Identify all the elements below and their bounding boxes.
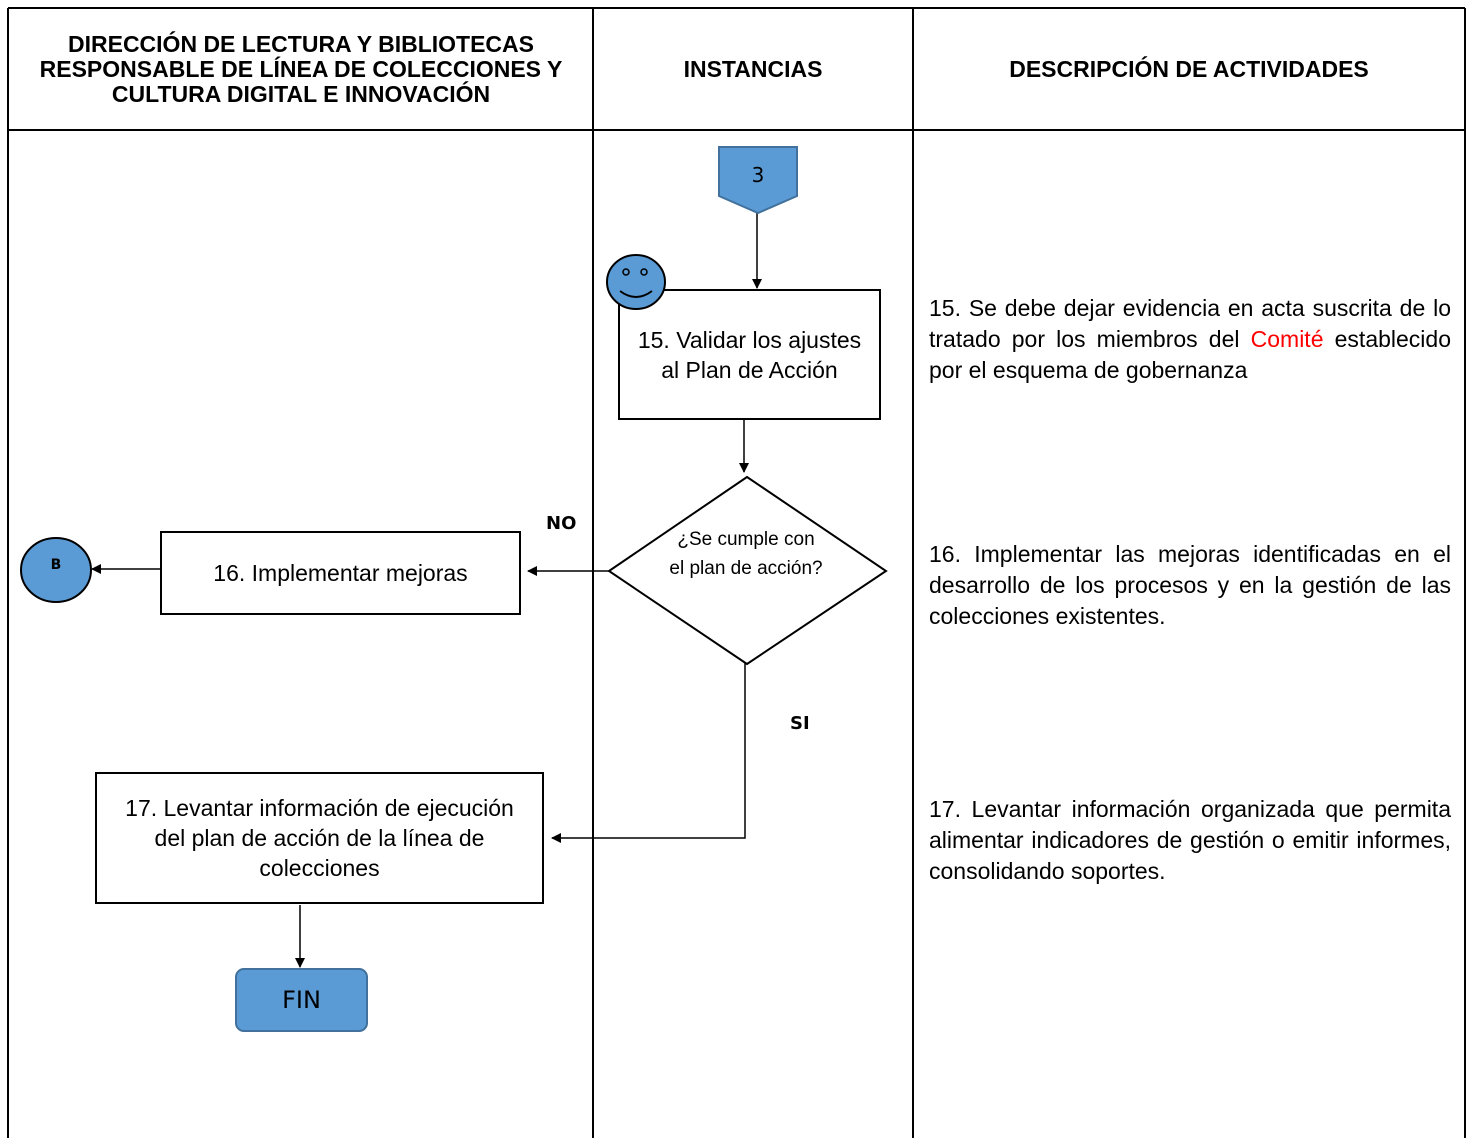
step-15-box: 15. Validar los ajustes al Plan de Acció… — [618, 289, 881, 420]
step-16-box: 16. Implementar mejoras — [160, 531, 521, 615]
decision-label: ¿Se cumple con el plan de acción? — [669, 529, 823, 579]
connector-b — [20, 537, 92, 603]
end-terminator: FIN — [235, 968, 368, 1032]
description-15-text-end: establecido por el esquema de gobernanza — [929, 326, 1452, 383]
smiley-face-icon — [606, 254, 666, 310]
label-no: NO — [546, 513, 577, 534]
step-15-label: 15. Validar los ajustes al Plan de Acció… — [637, 326, 862, 383]
decision-diamond — [607, 475, 888, 666]
label-si: SI — [790, 713, 810, 734]
comite-highlight: Comité — [1250, 326, 1324, 352]
connector-3-label: 3 — [751, 163, 765, 187]
description-15-text: 15. Se debe dejar evidencia en acta susc… — [929, 295, 1451, 352]
header-instancias: INSTANCIAS — [683, 55, 823, 82]
header-descripcion: DESCRIPCIÓN DE ACTIVIDADES — [1009, 55, 1369, 82]
step-17-box: 17. Levantar información de ejecución de… — [95, 772, 544, 904]
arrow-si-to-17 — [551, 663, 746, 843]
description-17: 17. Levantar información organizada que … — [929, 796, 1451, 884]
description-16: 16. Implementar las mejoras identificada… — [929, 541, 1451, 629]
header-direccion: DIRECCIÓN DE LECTURA Y BIBLIOTECAS RESPO… — [39, 30, 563, 107]
connector-b-label: B — [50, 557, 62, 573]
off-page-connector-3 — [718, 146, 798, 214]
step-16-label: 16. Implementar mejoras — [213, 560, 468, 586]
step-17-label: 17. Levantar información de ejecución de… — [125, 795, 514, 881]
description-15: 15. Se debe dejar evidencia en acta susc… — [929, 293, 1451, 386]
end-label: FIN — [282, 986, 321, 1014]
